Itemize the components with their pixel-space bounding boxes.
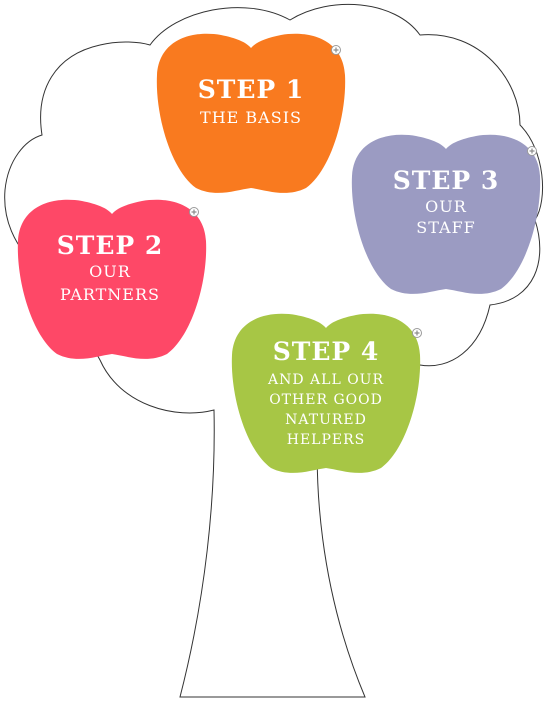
step-4-title: STEP 4	[273, 337, 380, 366]
step-2-expand-button[interactable]	[189, 207, 199, 217]
step-1-title: STEP 1	[198, 75, 305, 104]
step-3-apple[interactable]: STEP 3 OUR STAFF	[351, 134, 541, 294]
step-2-apple-shape	[17, 199, 207, 359]
step-4-line-2: OTHER GOOD	[269, 392, 383, 408]
step-3-title: STEP 3	[393, 166, 500, 195]
step-3-line-2: STAFF	[416, 218, 476, 237]
step-2-title: STEP 2	[57, 231, 164, 260]
step-3-line-1: OUR	[425, 197, 467, 216]
step-2-line-2: PARTNERS	[60, 285, 160, 304]
step-4-expand-button[interactable]	[412, 328, 422, 338]
step-3-apple-shape	[351, 134, 541, 294]
step-2-apple[interactable]: STEP 2 OUR PARTNERS	[17, 199, 207, 359]
step-1-apple-shape	[156, 33, 346, 193]
step-1-line-1: THE BASIS	[200, 108, 302, 127]
step-4-line-1: AND ALL OUR	[267, 372, 384, 388]
step-4-line-3: NATURED	[285, 412, 367, 428]
step-1-apple[interactable]: STEP 1 THE BASIS	[156, 33, 346, 193]
step-2-line-1: OUR	[89, 262, 131, 281]
step-4-apple-shape	[231, 313, 421, 473]
step-1-expand-button[interactable]	[331, 45, 341, 55]
step-4-apple[interactable]: STEP 4 AND ALL OUR OTHER GOOD NATURED HE…	[231, 313, 421, 473]
step-3-expand-button[interactable]	[527, 146, 537, 156]
step-4-line-4: HELPERS	[287, 432, 366, 448]
